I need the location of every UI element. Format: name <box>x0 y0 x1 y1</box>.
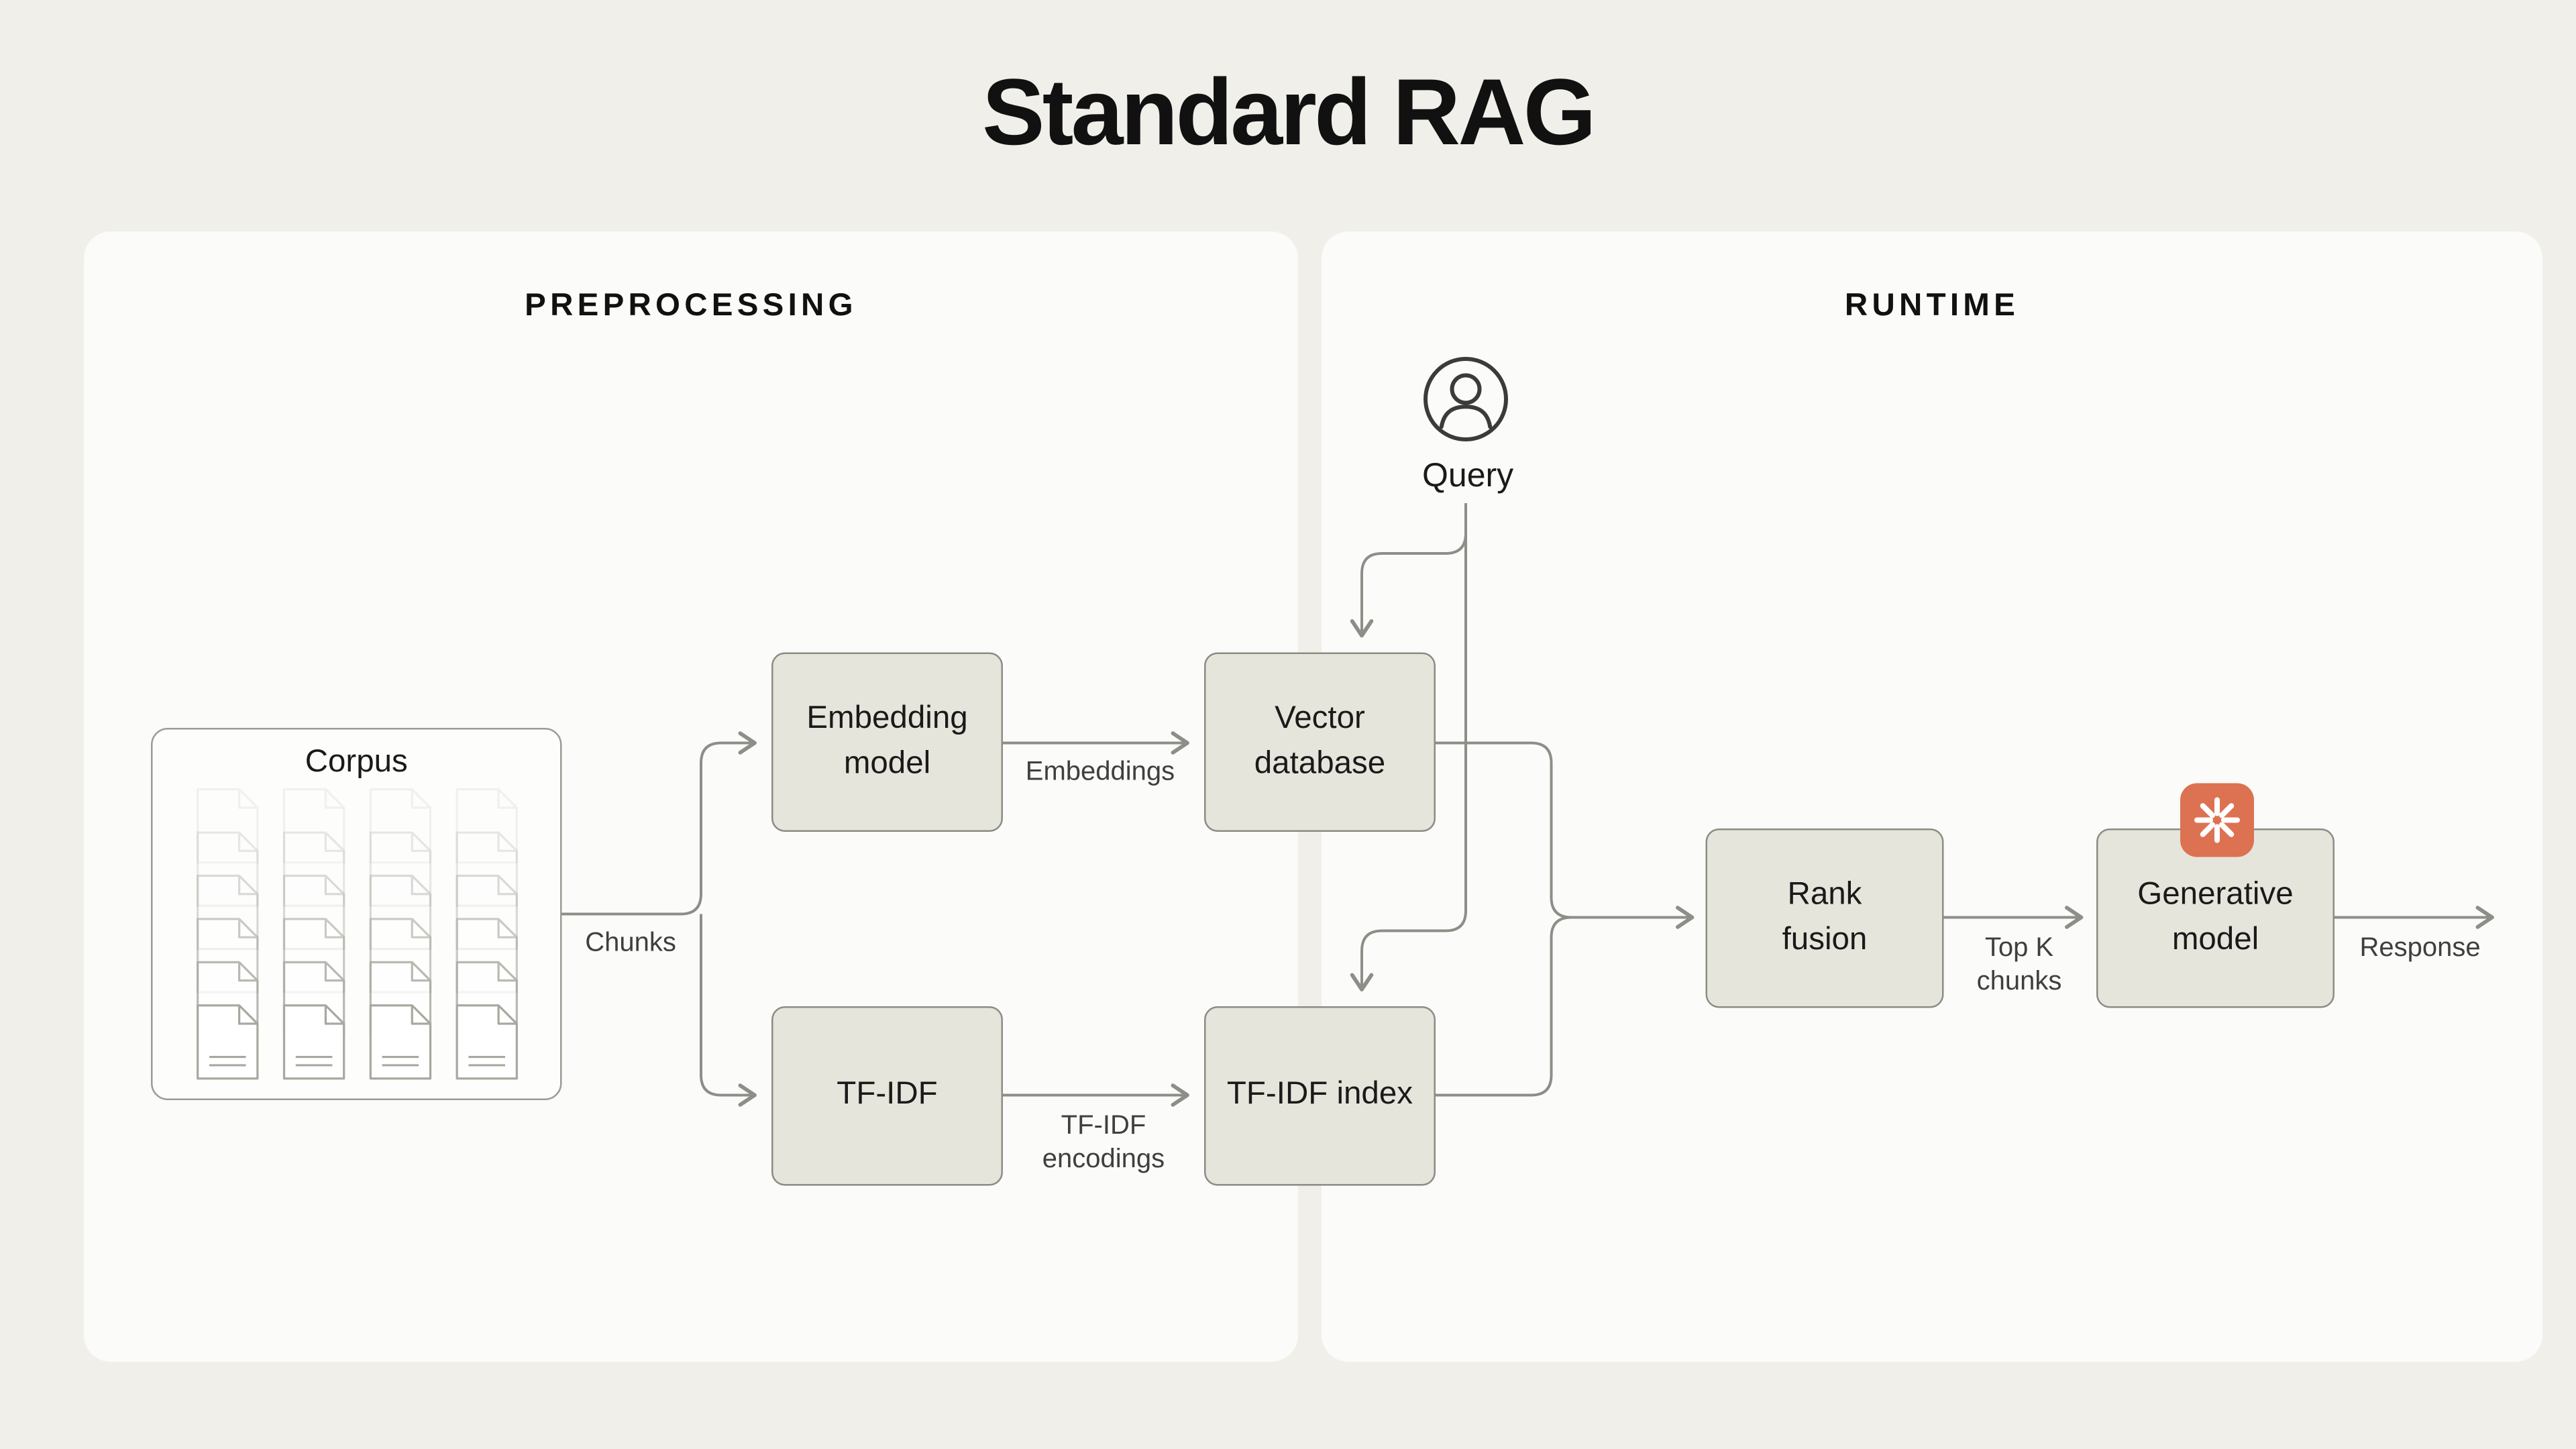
user-icon <box>1424 357 1508 441</box>
spark-icon <box>2180 783 2254 857</box>
runtime-title: RUNTIME <box>1844 288 2020 324</box>
generative-model-label: Generative model <box>2137 877 2294 957</box>
page-title: Standard RAG <box>982 58 1597 165</box>
vector-database-node: Vector database <box>1204 652 1436 832</box>
rank-fusion-node: Rank fusion <box>1705 828 1944 1008</box>
embedding-model-label: Embedding model <box>806 700 968 781</box>
edge-label-chunks: Chunks <box>585 929 676 958</box>
documents-icon <box>197 788 518 1099</box>
corpus-node: Corpus <box>151 728 562 1100</box>
query-label: Query <box>1422 458 1514 495</box>
edge-label-top-k-chunks: Top K chunks <box>1976 934 2062 997</box>
query-node: Query <box>1422 356 1514 496</box>
tfidf-node: TF-IDF <box>771 1006 1003 1186</box>
vector-database-label: Vector database <box>1254 700 1386 781</box>
tfidf-label: TF-IDF <box>837 1077 938 1113</box>
generative-model-node: Generative model <box>2096 828 2334 1008</box>
rank-fusion-label: Rank fusion <box>1782 877 1868 957</box>
tfidf-index-label: TF-IDF index <box>1226 1077 1413 1113</box>
edge-label-response: Response <box>2359 934 2481 963</box>
preprocessing-title: PREPROCESSING <box>525 288 857 324</box>
embedding-model-node: Embedding model <box>771 652 1003 832</box>
edge-label-tfidf-encodings: TF-IDF encodings <box>1042 1112 1165 1175</box>
edge-label-embeddings: Embeddings <box>1025 758 1175 787</box>
corpus-label: Corpus <box>305 745 408 780</box>
tfidf-index-node: TF-IDF index <box>1204 1006 1436 1186</box>
